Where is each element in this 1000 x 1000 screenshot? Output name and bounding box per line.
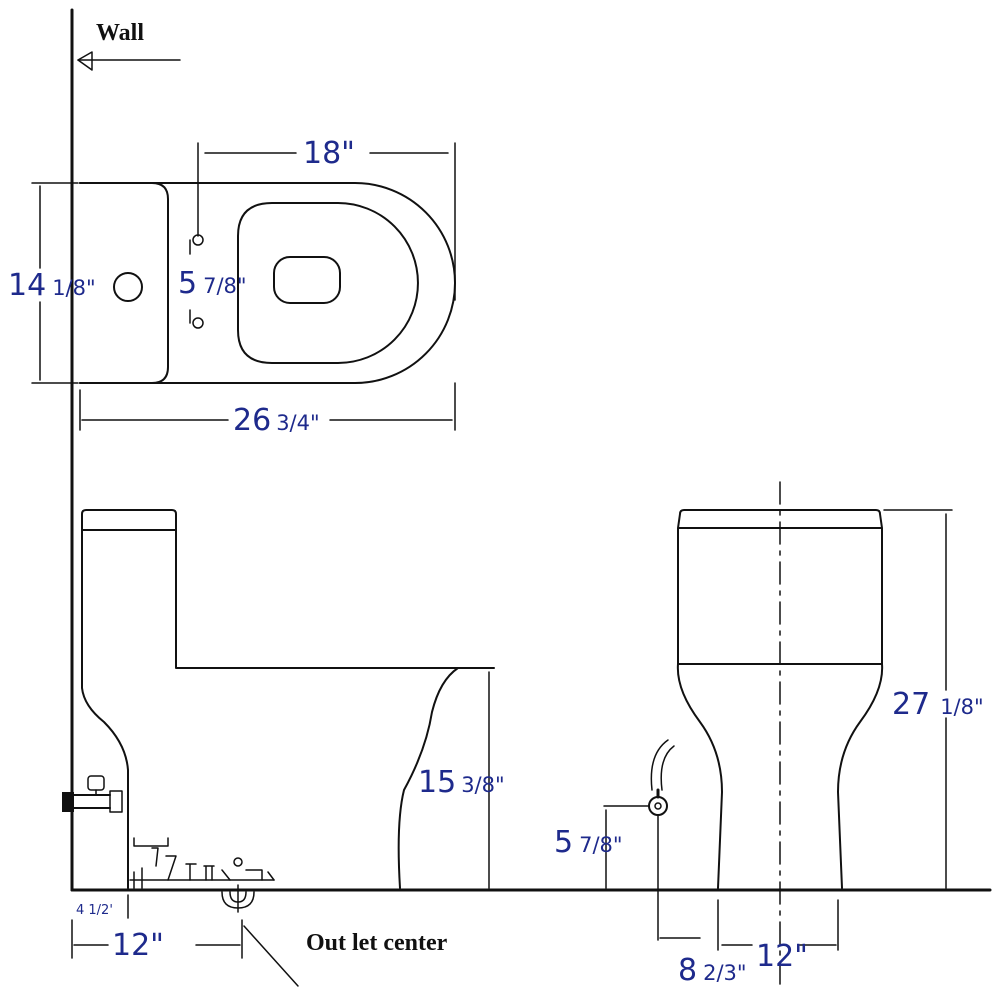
supply-valve-front	[648, 796, 668, 816]
body-outline-side	[81, 529, 129, 889]
dim-bowl-length: 18"	[303, 136, 355, 171]
tank-front	[677, 509, 883, 665]
supply-valve-side	[62, 775, 123, 813]
bowl-front	[676, 663, 723, 889]
dim-supply-offset-wall: 4 1/2'	[76, 903, 113, 918]
seat-top-view	[237, 202, 419, 364]
floor-flange	[129, 837, 275, 913]
tank-lid-side	[81, 509, 177, 531]
bowl-opening	[273, 256, 341, 304]
wall-marker: Wall	[70, 8, 181, 892]
body-outline-top-view	[79, 182, 456, 384]
tank-hole	[113, 272, 143, 302]
wall-label: Wall	[96, 20, 144, 46]
dim-rough-in: 12"	[112, 928, 164, 963]
outlet-center-label: Out let center	[306, 930, 448, 956]
dim-base-width: 12"	[756, 939, 808, 974]
bolt-hole-bottom	[192, 317, 204, 329]
